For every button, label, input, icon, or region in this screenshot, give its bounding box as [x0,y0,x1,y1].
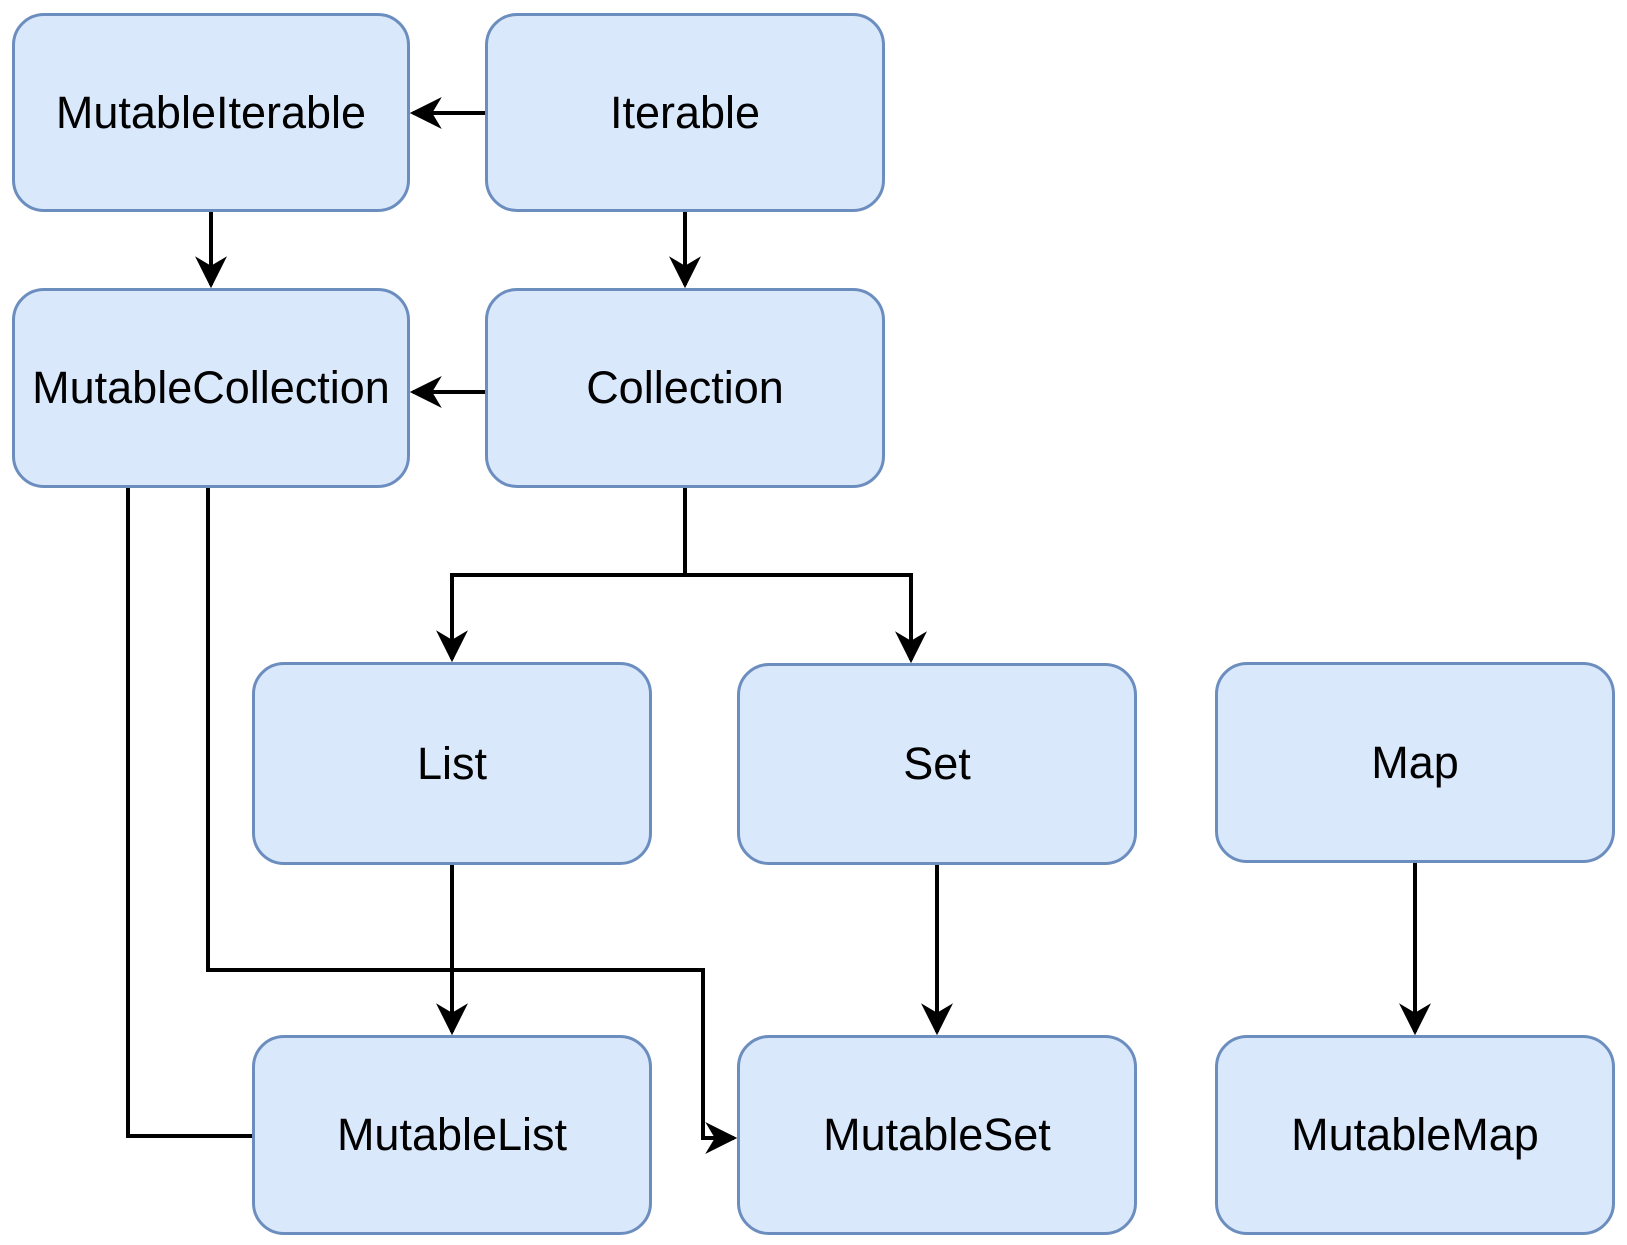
node-label: MutableIterable [55,86,367,138]
node-label: MutableMap [1291,1109,1539,1160]
node-mutable-iterable: MutableIterable [12,13,410,212]
node-map: Map [1215,662,1615,863]
node-collection: Collection [485,288,885,488]
edge-collection-to-set [683,488,927,664]
node-mutable-set: MutableSet [737,1035,1137,1235]
node-label: Iterable [609,86,761,138]
node-label: MutableList [336,1109,568,1160]
node-label: MutableSet [823,1109,1051,1160]
node-mutable-map: MutableMap [1215,1035,1615,1235]
node-set: Set [737,663,1137,865]
node-mutable-list: MutableList [252,1035,652,1235]
node-iterable: Iterable [485,13,885,212]
node-label: Map [1371,736,1459,788]
edge-collection-to-list [436,488,687,663]
edge-mutable-collection-to-mutable-list [126,488,252,1138]
node-mutable-collection: MutableCollection [12,288,410,488]
node-label: MutableCollection [32,362,390,413]
node-label: Collection [586,362,784,413]
node-label: List [416,737,488,789]
node-label: Set [903,738,971,789]
node-list: List [252,662,652,865]
